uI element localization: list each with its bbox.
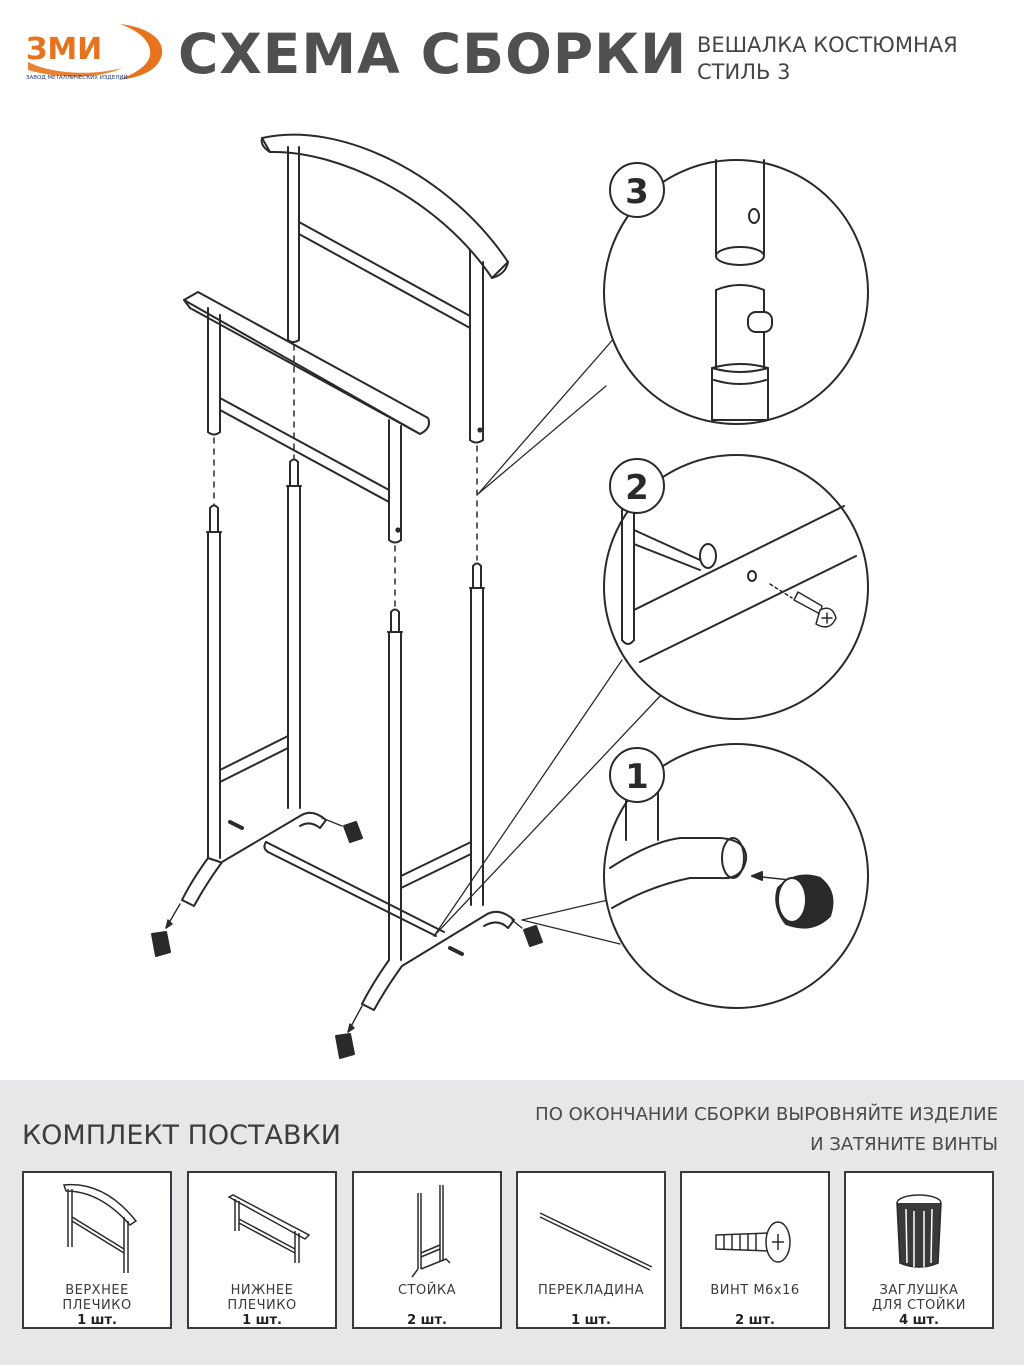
subtitle-line-1: ВЕШАЛКА КОСТЮМНАЯ [697, 33, 958, 57]
step-3-number: 3 [625, 172, 649, 212]
kit-item-qty: 2 шт. [735, 1313, 775, 1328]
upper-shoulder-part [260, 133, 509, 444]
kit-item-qty: 1 шт. [242, 1313, 282, 1328]
detail-3-circle: 3 [603, 159, 869, 425]
kit-item-qty: 1 шт. [77, 1313, 117, 1328]
main-screws [228, 820, 464, 956]
kit-title: КОМПЛЕКТ ПОСТАВКИ [22, 1120, 341, 1151]
detail-1-circle: 1 [603, 743, 869, 1009]
kit-item-qty: 4 шт. [899, 1313, 939, 1328]
kit-item-stand: СТОЙКА 2 шт. [352, 1171, 502, 1329]
kit-item-qty: 2 шт. [407, 1313, 447, 1328]
lower-shoulder-icon [227, 1194, 311, 1263]
product-subtitle: ВЕШАЛКА КОСТЮМНАЯ СТИЛЬ 3 [697, 32, 958, 86]
kit-item-qty: 1 шт. [571, 1313, 611, 1328]
kit-item-crossbar: ПЕРЕКЛАДИНА 1 шт. [516, 1171, 666, 1329]
kit-item-name-1: НИЖНЕЕ [230, 1283, 294, 1298]
kit-item-name-1: ВЕРХНЕЕ [65, 1283, 129, 1298]
screw-icon [715, 1221, 791, 1263]
left-stand-part [181, 458, 327, 907]
subtitle-line-2: СТИЛЬ 3 [697, 60, 791, 84]
kit-item-screw: ВИНТ М6х16 2 шт. [680, 1171, 830, 1329]
kit-item-name-1: ЗАГЛУШКА [879, 1283, 959, 1298]
header: ЗМИ ЗАВОД МЕТАЛЛИЧЕСКИХ ИЗДЕЛИЙ СХЕМА СБ… [0, 0, 1024, 100]
crossbar-part [263, 841, 445, 937]
note-line-2: И ЗАТЯНИТЕ ВИНТЫ [810, 1134, 998, 1155]
cap-icon [896, 1194, 942, 1268]
detail-leaders [433, 335, 663, 945]
note-line-1: ПО ОКОНЧАНИИ СБОРКИ ВЫРОВНЯЙТЕ ИЗДЕЛИЕ [535, 1104, 998, 1125]
main-caps [151, 821, 543, 1059]
page-title: СХЕМА СБОРКИ [178, 22, 688, 86]
cap-arrows [165, 817, 523, 1033]
kit-panel: КОМПЛЕКТ ПОСТАВКИ ПО ОКОНЧАНИИ СБОРКИ ВЫ… [0, 1080, 1024, 1365]
kit-item-name-2: ВИНТ М6х16 [710, 1283, 800, 1298]
stand-icon [411, 1185, 451, 1278]
detail-2-circle: 2 [603, 454, 869, 720]
logo-subtext: ЗАВОД МЕТАЛЛИЧЕСКИХ ИЗДЕЛИЙ [26, 74, 128, 81]
lower-shoulder-part [183, 291, 430, 544]
step-2-number: 2 [625, 468, 649, 508]
kit-item-name-2: ПЛЕЧИКО [227, 1298, 297, 1313]
kit-item-name-2: ПЕРЕКЛАДИНА [538, 1283, 644, 1298]
assembly-diagram: 3 2 [0, 100, 1024, 1080]
assembly-note: ПО ОКОНЧАНИИ СБОРКИ ВЫРОВНЯЙТЕ ИЗДЕЛИЕ И… [535, 1100, 998, 1160]
kit-item-name-2: ПЛЕЧИКО [62, 1298, 132, 1313]
kit-item-name-2: ДЛЯ СТОЙКИ [871, 1298, 967, 1313]
right-stand-part [361, 562, 515, 1011]
step-1-number: 1 [625, 757, 649, 797]
logo-text: ЗМИ [26, 32, 102, 67]
company-logo: ЗМИ ЗАВОД МЕТАЛЛИЧЕСКИХ ИЗДЕЛИЙ [22, 22, 164, 84]
alignment-dashes [213, 344, 478, 609]
upper-shoulder-icon [62, 1183, 138, 1273]
crossbar-icon [539, 1212, 653, 1271]
kit-item-name-2: СТОЙКА [397, 1283, 457, 1298]
